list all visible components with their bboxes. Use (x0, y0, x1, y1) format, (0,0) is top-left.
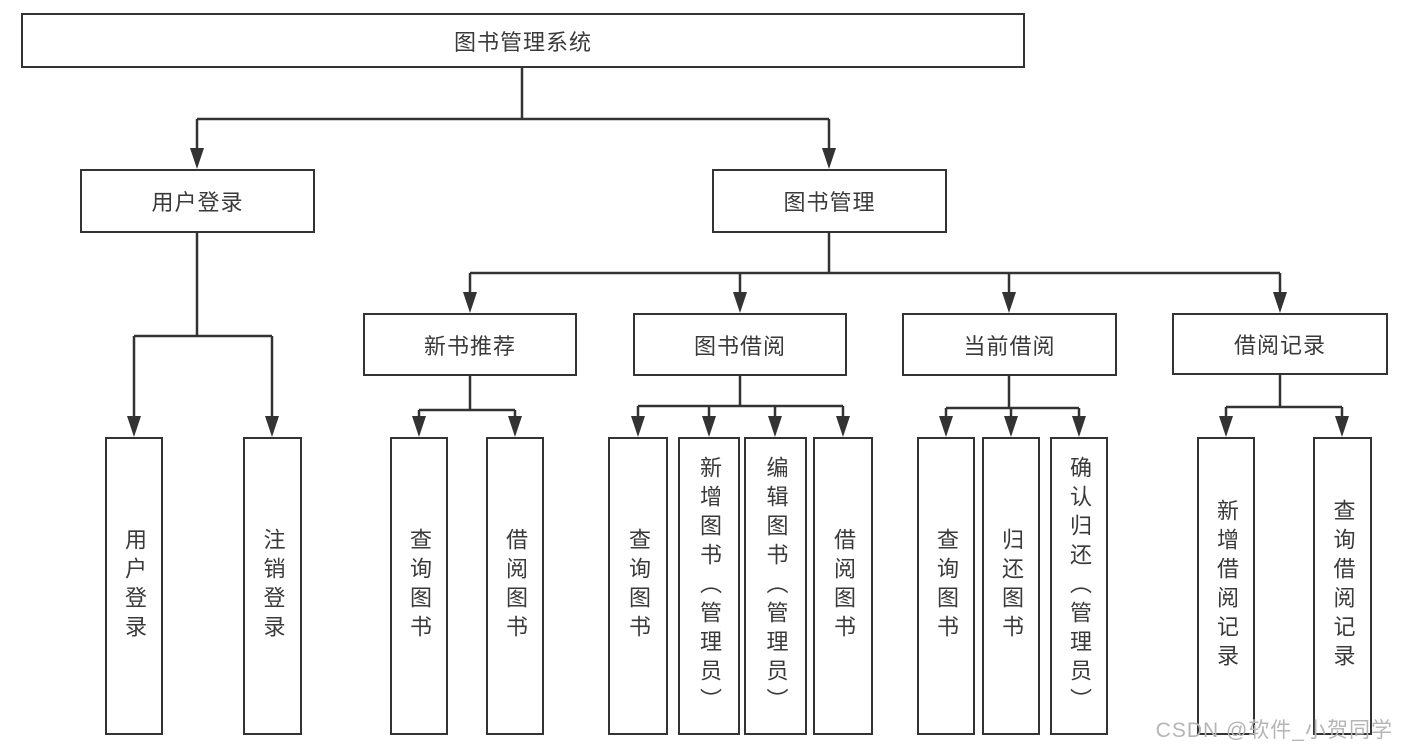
leaf-current-return-books: 归还图书 (982, 437, 1040, 735)
node-borrow-record: 借阅记录 (1172, 313, 1388, 375)
leaf-record-add-borrow-record: 新增借阅记录 (1197, 437, 1255, 735)
node-book-management-label: 图书管理 (783, 190, 876, 215)
leaf-logout: 注销登录 (243, 437, 302, 735)
leaf-borrow-add-books-admin-label: 新增图书（管理员） (697, 455, 722, 717)
node-book-management: 图书管理 (712, 169, 947, 233)
node-book-borrow-label: 图书借阅 (693, 333, 786, 359)
leaf-current-confirm-return-admin-label: 确认归还（管理员） (1067, 455, 1092, 717)
leaf-user-login: 用户登录 (105, 437, 163, 735)
leaf-borrow-edit-books-admin: 编辑图书（管理员） (744, 437, 807, 735)
node-root-system: 图书管理系统 (21, 13, 1025, 68)
node-new-book-recommend: 新书推荐 (363, 313, 577, 376)
node-new-book-recommend-label: 新书推荐 (423, 333, 516, 359)
leaf-record-add-borrow-record-label: 新增借阅记录 (1214, 499, 1239, 673)
leaf-borrow-edit-books-admin-label: 编辑图书（管理员） (763, 455, 789, 717)
node-root-label: 图书管理系统 (453, 29, 592, 55)
node-current-borrow-label: 当前借阅 (963, 333, 1056, 359)
leaf-record-query-borrow-record: 查询借阅记录 (1313, 437, 1372, 735)
leaf-logout-label: 注销登录 (260, 528, 286, 644)
csdn-watermark: CSDN @软件_小贺同学 (1155, 719, 1393, 742)
leaf-user-login-label: 用户登录 (122, 528, 147, 644)
leaf-current-confirm-return-admin: 确认归还（管理员） (1050, 437, 1108, 735)
arrowhead-icons (127, 148, 1349, 437)
node-borrow-record-label: 借阅记录 (1233, 333, 1326, 358)
leaf-borrow-borrow-books: 借阅图书 (813, 437, 873, 735)
leaf-recommend-query-books-label: 查询图书 (407, 528, 432, 644)
leaf-current-return-books-label: 归还图书 (999, 528, 1024, 644)
leaf-borrow-borrow-books-label: 借阅图书 (831, 528, 856, 644)
leaf-recommend-borrow-books: 借阅图书 (486, 437, 544, 735)
leaf-record-query-borrow-record-label: 查询借阅记录 (1330, 499, 1356, 673)
node-user-login-label: 用户登录 (151, 190, 244, 215)
node-user-login: 用户登录 (80, 169, 315, 233)
node-current-borrow: 当前借阅 (902, 313, 1117, 376)
node-book-borrow: 图书借阅 (633, 313, 847, 376)
leaf-recommend-borrow-books-label: 借阅图书 (503, 528, 528, 644)
leaf-borrow-add-books-admin: 新增图书（管理员） (678, 437, 740, 735)
leaf-borrow-query-books: 查询图书 (608, 437, 668, 735)
leaf-recommend-query-books: 查询图书 (390, 437, 448, 735)
leaf-borrow-query-books-label: 查询图书 (626, 528, 651, 644)
leaf-current-query-books-label: 查询图书 (934, 528, 959, 644)
leaf-current-query-books: 查询图书 (917, 437, 975, 735)
